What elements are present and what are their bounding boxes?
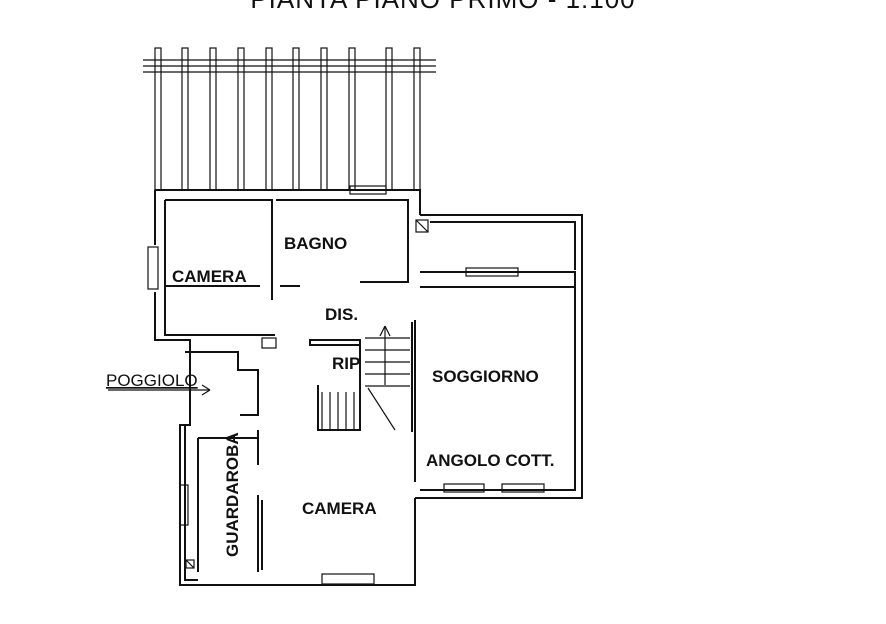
room-label-rip: RIP (332, 354, 360, 373)
shafts (185, 219, 429, 569)
room-label-soggiorno: SOGGIORNO (432, 367, 539, 386)
staircase (321, 325, 410, 431)
room-label-camera-nw: CAMERA (172, 267, 247, 286)
poggiolo-arrow (108, 384, 211, 396)
plan-title: PIANTA PIANO PRIMO - 1:100 (0, 0, 886, 15)
room-label-camera-s: CAMERA (302, 499, 377, 518)
pergola-beam (413, 47, 421, 191)
exterior-walls (154, 189, 583, 586)
pergola-beam (385, 47, 393, 191)
pergola-beam (320, 47, 328, 191)
label-poggiolo: POGGIOLO (106, 371, 198, 390)
windows (147, 185, 545, 585)
room-label-dis: DIS. (325, 305, 358, 324)
room-label-bagno: BAGNO (284, 234, 347, 253)
pergola-beam (292, 47, 300, 191)
interior-walls (165, 199, 416, 572)
pergola-beam (209, 47, 217, 191)
pergola-beam (181, 47, 189, 191)
pergola (143, 47, 436, 191)
pergola-beam (154, 47, 162, 191)
room-label-guardaroba: GUARDAROBA (223, 432, 242, 557)
pergola-beam (348, 47, 356, 191)
pergola-beam (265, 47, 273, 191)
pergola-beam (237, 47, 245, 191)
room-label-angolo-cott: ANGOLO COTT. (426, 451, 554, 470)
